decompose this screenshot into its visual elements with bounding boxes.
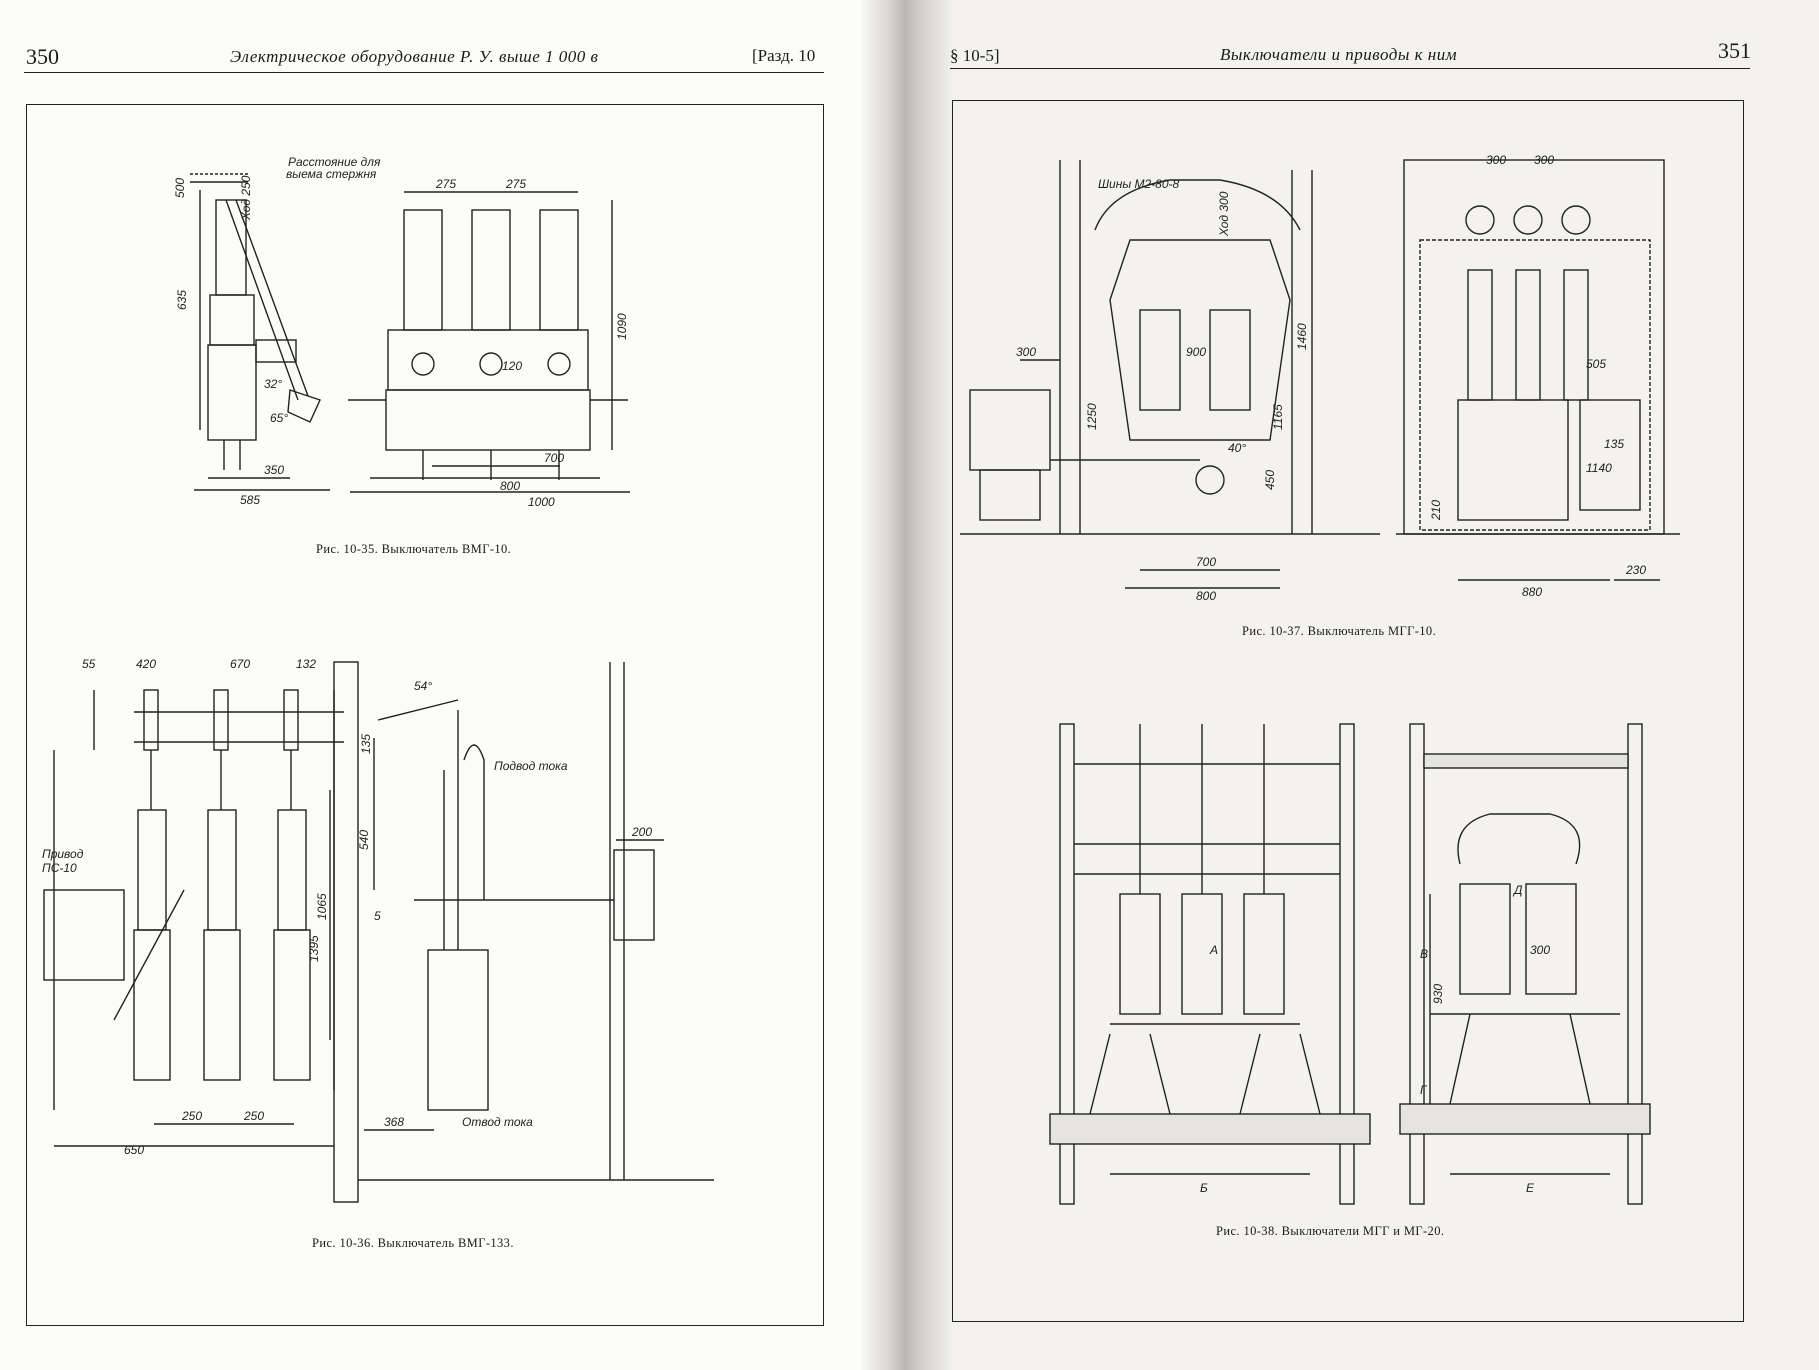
removal-note-line2: выема стержня (286, 167, 377, 181)
dim-1140: 1140 (1586, 461, 1612, 475)
figure-frame-left (26, 104, 824, 1326)
dim-1000: 1000 (528, 495, 555, 509)
bus-label: Шины М2-80-8 (1098, 177, 1179, 191)
dim-450: 450 (1263, 470, 1277, 490)
dim-930: 930 (1431, 984, 1445, 1004)
dim-700: 700 (544, 451, 564, 465)
dim-300-c: 300 (1534, 153, 1554, 167)
right-page: § 10-5] Выключатели и приводы к ним 351 (890, 0, 1819, 1370)
dim-700-37: 700 (1196, 555, 1216, 569)
caption-fig-10-36: Рис. 10-36. Выключатель ВМГ-133. (312, 1236, 514, 1250)
section-ref-left: [Разд. 10 (752, 46, 816, 65)
drive-label-line1: Привод (42, 847, 84, 861)
dim-55: 55 (82, 657, 96, 671)
section-ref-right: § 10-5] (950, 46, 1000, 65)
dim-900: 900 (1186, 345, 1206, 359)
dim-420: 420 (136, 657, 156, 671)
dim-angle-65: 65° (270, 411, 288, 425)
dim-132: 132 (296, 657, 316, 671)
dim-1165: 1165 (1271, 404, 1285, 430)
caption-fig-10-35: Рис. 10-35. Выключатель ВМГ-10. (316, 542, 512, 556)
dim-368: 368 (384, 1115, 404, 1129)
dim-350: 350 (264, 463, 284, 477)
dim-800: 800 (500, 479, 520, 493)
figure-10-36-drawing: 55 420 670 132 Привод ПС-10 1065 1395 54… (42, 657, 714, 1203)
figure-frame-right (952, 100, 1744, 1322)
dim-120: 120 (502, 359, 522, 373)
current-in-label: Подвод тока (494, 759, 568, 773)
dim-275-a: 275 (435, 177, 456, 191)
caption-fig-10-38: Рис. 10-38. Выключатели МГГ и МГ-20. (1216, 1224, 1445, 1238)
label-b: Б (1200, 1181, 1208, 1195)
figure-10-38-drawing: А Б В Г Д Е 930 300 (1049, 723, 1651, 1205)
dim-800-37: 800 (1196, 589, 1216, 603)
label-v: В (1420, 947, 1428, 961)
stroke-label: Ход 250 (239, 175, 253, 221)
dim-1395: 1395 (307, 935, 321, 962)
dim-275-b: 275 (505, 177, 526, 191)
label-g: Г (1420, 1083, 1428, 1097)
running-title-left: Электрическое оборудование Р. У. выше 1 … (230, 47, 599, 66)
figure-10-35-drawing: Расстояние для выема стержня Ход 250 500… (173, 155, 630, 509)
dim-250-b: 250 (243, 1109, 264, 1123)
dim-1090: 1090 (615, 313, 629, 340)
dim-1250: 1250 (1085, 403, 1099, 430)
label-d: Д (1512, 883, 1523, 897)
removal-note-line1: Расстояние для (288, 155, 381, 169)
current-out-label: Отвод тока (462, 1115, 533, 1129)
dim-135: 135 (359, 734, 373, 754)
book-gutter (862, 0, 952, 1370)
dim-angle-40: 40° (1228, 441, 1246, 455)
page-number-left: 350 (26, 44, 59, 69)
label-a: А (1209, 943, 1218, 957)
dim-210: 210 (1429, 500, 1443, 521)
dim-1065: 1065 (315, 893, 329, 920)
dim-635: 635 (175, 290, 189, 310)
dim-880: 880 (1522, 585, 1542, 599)
dim-540: 540 (357, 830, 371, 850)
header-rule-right (950, 68, 1750, 69)
running-title-right: Выключатели и приводы к ним (1220, 45, 1458, 64)
figure-10-37-drawing: Шины М2-80-8 Ход 300 300 300 300 900 125… (960, 153, 1680, 603)
dim-200: 200 (631, 825, 652, 839)
header-rule-left (24, 72, 824, 73)
dim-300-a: 300 (1016, 345, 1036, 359)
dim-585: 585 (240, 493, 260, 507)
left-page: 350 Электрическое оборудование Р. У. выш… (0, 0, 890, 1370)
dim-250-a: 250 (181, 1109, 202, 1123)
drive-label-line2: ПС-10 (42, 861, 77, 875)
dim-5: 5 (374, 909, 381, 923)
dim-1460: 1460 (1295, 323, 1309, 350)
dim-670: 670 (230, 657, 250, 671)
dim-505: 505 (1586, 357, 1606, 371)
dim-650: 650 (124, 1143, 144, 1157)
dim-300-38: 300 (1530, 943, 1550, 957)
dim-500: 500 (173, 178, 187, 198)
dim-135-37: 135 (1604, 437, 1624, 451)
dim-300-b: 300 (1486, 153, 1506, 167)
dim-angle-32: 32° (264, 377, 282, 391)
stroke-label-37: Ход 300 (1217, 191, 1231, 237)
label-e: Е (1526, 1181, 1535, 1195)
dim-angle-54: 54° (414, 679, 432, 693)
page-number-right: 351 (1718, 38, 1751, 63)
caption-fig-10-37: Рис. 10-37. Выключатель МГГ-10. (1242, 624, 1437, 638)
dim-230: 230 (1625, 563, 1646, 577)
